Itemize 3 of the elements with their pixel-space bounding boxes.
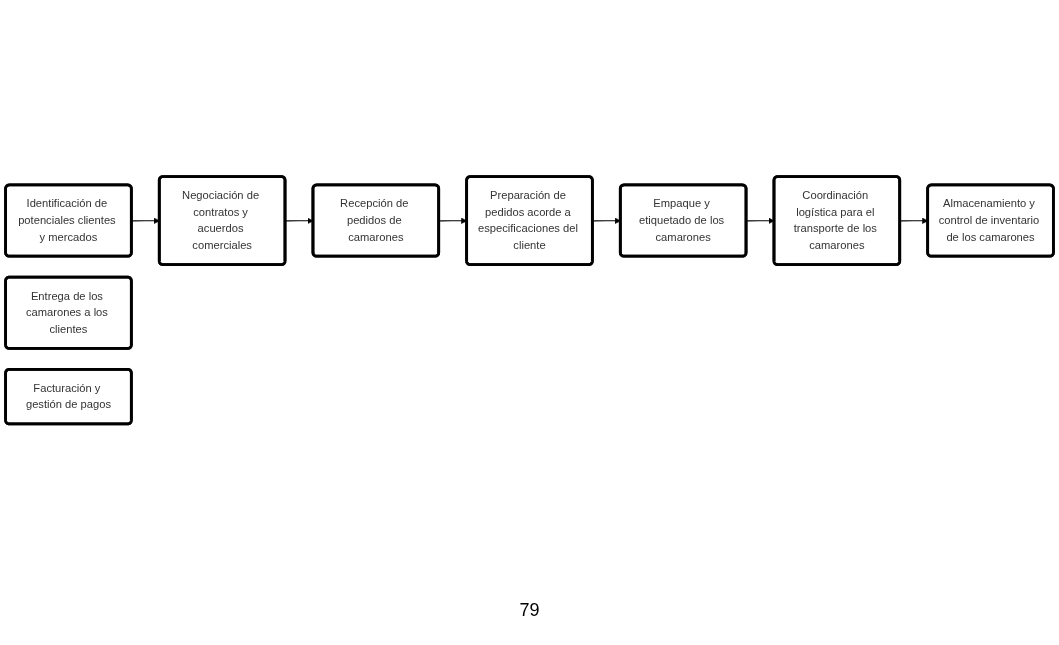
- page-number: 79: [519, 600, 540, 620]
- arrow: [131, 217, 160, 224]
- arrow: [592, 217, 621, 224]
